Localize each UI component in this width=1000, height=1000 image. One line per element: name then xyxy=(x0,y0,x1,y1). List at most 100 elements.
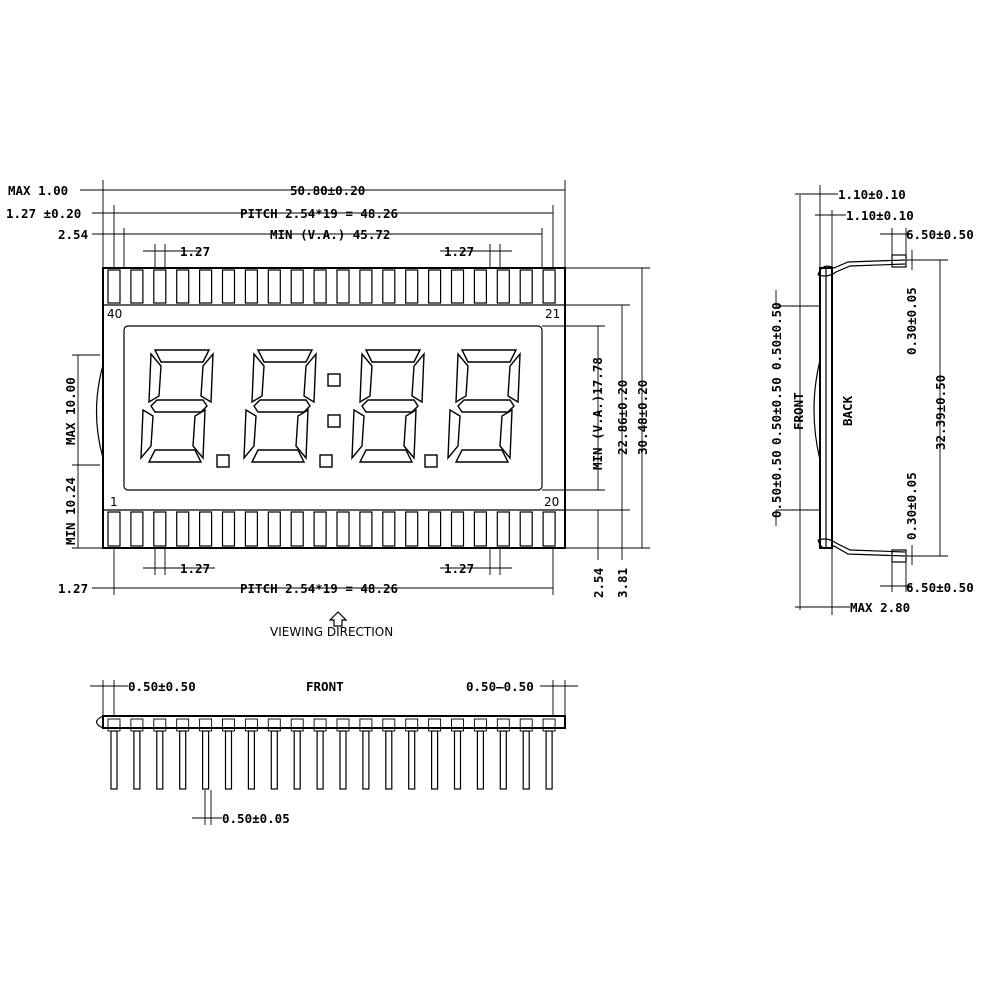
front-top-pin xyxy=(313,269,327,304)
front-bottom-pin xyxy=(221,511,236,547)
dim-edge-offset: 2.54 xyxy=(58,227,88,242)
bottom-pin-leg xyxy=(453,730,462,790)
front-top-pin xyxy=(405,269,419,304)
front-bottom-pin xyxy=(428,511,442,547)
seven-segment-digits xyxy=(140,349,521,463)
dim-pin-offset-top: 1.27 ±0.20 xyxy=(6,206,81,221)
bottom-pin-head xyxy=(199,718,213,732)
front-top-pin xyxy=(473,269,487,304)
dim-side-lead-top: 6.50±0.50 xyxy=(906,227,974,242)
digit-segment xyxy=(200,351,214,404)
front-bottom-pin xyxy=(267,511,281,547)
side-bottom-clip xyxy=(817,538,906,557)
bottom-pin-head xyxy=(222,718,235,732)
bottom-pin-row xyxy=(107,511,556,547)
front-top-pin xyxy=(496,269,510,304)
bottom-body-outline xyxy=(102,715,566,729)
bottom-pin-leg xyxy=(224,730,233,790)
digit-segment xyxy=(251,352,265,404)
side-front-bulge xyxy=(813,359,821,461)
digit-segment xyxy=(256,349,314,363)
colon-lower-dot xyxy=(319,454,333,468)
front-top-pin xyxy=(382,269,396,304)
bottom-pin-leg xyxy=(110,730,118,790)
front-top-pin xyxy=(450,269,465,304)
digit-segment xyxy=(192,408,206,460)
colon-upper-dot xyxy=(327,373,341,387)
dim-side-right-top: 0.50±0.50 xyxy=(769,377,784,445)
bottom-pin-head xyxy=(359,718,373,732)
bottom-pin-head xyxy=(313,718,327,732)
front-bottom-pin xyxy=(153,511,167,547)
viewing-area xyxy=(123,325,543,491)
digit-segment xyxy=(148,352,162,404)
front-top-pin xyxy=(519,269,533,304)
bottom-pin-leg xyxy=(339,730,347,790)
digit-segment xyxy=(147,449,203,463)
front-top-pin xyxy=(153,269,167,304)
dim-overall-width: 50.80±0.20 xyxy=(290,183,365,198)
front-top-pin xyxy=(176,269,190,304)
dim-side-left-bottom: 0.50±0.50 xyxy=(769,450,784,518)
dim-pin-width-tr: 1.27 xyxy=(444,244,474,259)
digit-segment xyxy=(499,408,513,460)
digit-segment xyxy=(358,449,414,463)
front-top-pin xyxy=(244,269,258,304)
bottom-pin-head xyxy=(428,718,442,732)
bottom-pin-leg xyxy=(156,730,164,790)
dim-max-thickness: MAX 1.00 xyxy=(8,183,68,198)
bottom-pin-head xyxy=(496,718,510,732)
bottom-pin-leg xyxy=(385,730,393,790)
dim-bottom-left: 0.50±0.50 xyxy=(128,679,196,694)
digit-segment xyxy=(140,408,154,461)
bottom-pin-head xyxy=(473,718,487,732)
front-bottom-pin xyxy=(176,511,190,547)
bottom-pin-leg xyxy=(293,730,301,790)
dim-side-lead-bottom: 6.50±0.50 xyxy=(906,580,974,595)
dim-overall-height: 30.48±0.20 xyxy=(635,380,650,455)
digit-segment xyxy=(359,352,373,404)
front-top-pin xyxy=(359,269,373,304)
front-bottom-pin xyxy=(542,511,556,547)
dim-bottom-pin-width: 0.50±0.05 xyxy=(222,811,290,826)
front-bottom-pin xyxy=(313,511,327,547)
digit-segment xyxy=(295,408,309,460)
side-front-label: FRONT xyxy=(791,392,806,430)
dim-side-top-a: 1.10±0.10 xyxy=(838,187,906,202)
dim-bottom-offset-a: 2.54 xyxy=(591,568,606,598)
dim-view-area-height: MIN (V.A.)17.78 xyxy=(590,357,605,470)
front-top-pin xyxy=(130,269,144,304)
dim-side-thickness-top: 0.30±0.05 xyxy=(904,287,919,355)
viewing-direction-label: VIEWING DIRECTION xyxy=(270,625,393,639)
bottom-pin-leg xyxy=(202,730,210,790)
digit-segment xyxy=(411,351,425,404)
bottom-pin-head xyxy=(176,718,190,732)
bottom-pin-head xyxy=(153,718,167,732)
bottom-pin-leg xyxy=(270,730,278,790)
digit-segment xyxy=(364,349,422,363)
bottom-pin-head xyxy=(382,718,396,732)
front-bottom-pin xyxy=(519,511,533,547)
bottom-pin-head xyxy=(405,718,419,732)
bottom-pin-head xyxy=(451,718,464,732)
digit-segment xyxy=(447,408,461,461)
dim-body-height: 22.86±0.20 xyxy=(615,380,630,455)
dim-min-left: MIN 10.24 xyxy=(63,477,78,545)
digit-segment xyxy=(455,352,469,404)
dim-side-thickness-bottom: 0.30±0.05 xyxy=(904,472,919,540)
front-top-pin xyxy=(199,269,213,304)
dim-pitch-bottom: PITCH 2.54*19 = 48.26 xyxy=(240,581,398,596)
bottom-pin-head xyxy=(519,718,533,732)
dim-pin-width-tl: 1.27 xyxy=(180,244,210,259)
dim-bottom-right: 0.50–0.50 xyxy=(466,679,534,694)
digit-segment xyxy=(351,408,365,461)
front-bottom-pin xyxy=(382,511,396,547)
bottom-pin-leg xyxy=(522,730,530,790)
bottom-pin-head xyxy=(267,718,281,732)
bottom-pin-leg xyxy=(179,730,187,790)
bottom-pin-head xyxy=(336,718,350,732)
dim-max-left: MAX 10.00 xyxy=(63,377,78,445)
side-view: 1.10±0.10 1.10±0.10 6.50±0.50 6.50±0.50 … xyxy=(769,185,974,615)
digit-segment xyxy=(303,351,317,404)
decimal-point-1 xyxy=(216,454,230,468)
